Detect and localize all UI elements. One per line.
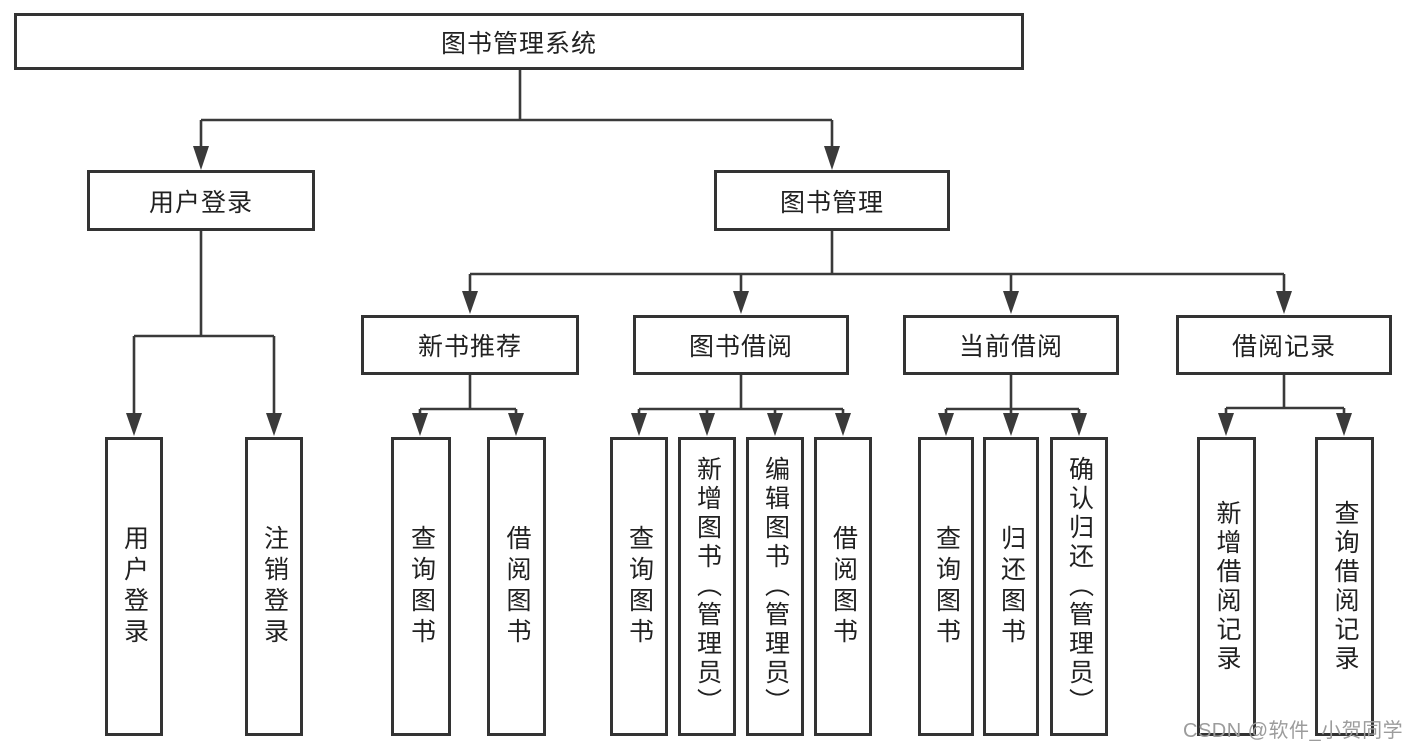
leaf-cb-query-books: 查询图书	[918, 437, 974, 736]
node-label: 查询图书	[407, 524, 436, 649]
node-borrowing-records: 借阅记录	[1176, 315, 1392, 375]
leaf-query-borrow-record: 查询借阅记录	[1315, 437, 1374, 736]
leaf-bb-add-books-admin: 新增图书（管理员）	[678, 437, 736, 736]
node-label: 编辑图书（管理员）	[761, 456, 790, 717]
node-label: 借阅记录	[1231, 333, 1336, 361]
node-label: 用户登录	[120, 524, 149, 649]
node-label: 新增借阅记录	[1213, 499, 1241, 674]
node-label: 注销登录	[260, 524, 289, 649]
node-label: 图书借阅	[688, 333, 793, 361]
node-label: 查询借阅记录	[1331, 499, 1359, 674]
leaf-user-login: 用户登录	[105, 437, 163, 736]
node-new-book-recommendation: 新书推荐	[361, 315, 579, 375]
node-label: 归还图书	[997, 524, 1026, 649]
node-label: 查询图书	[932, 524, 961, 649]
leaf-bb-borrow-books: 借阅图书	[814, 437, 872, 736]
node-label: 图书管理系统	[440, 29, 597, 58]
leaf-borrow-books: 借阅图书	[487, 437, 546, 736]
node-book-management: 图书管理	[714, 170, 950, 231]
node-label: 借阅图书	[503, 524, 531, 649]
node-label: 新增图书（管理员）	[693, 456, 722, 717]
leaf-logout: 注销登录	[245, 437, 303, 736]
leaf-cb-confirm-return-admin: 确认归还（管理员）	[1050, 437, 1108, 736]
node-library-system: 图书管理系统	[14, 13, 1024, 70]
leaf-cb-return-books: 归还图书	[983, 437, 1039, 736]
node-label: 图书管理	[779, 188, 884, 217]
leaf-bb-edit-books-admin: 编辑图书（管理员）	[746, 437, 804, 736]
node-label: 查询图书	[625, 524, 654, 649]
node-current-borrowing: 当前借阅	[903, 315, 1119, 375]
node-label: 确认归还（管理员）	[1065, 456, 1094, 717]
node-user-login: 用户登录	[87, 170, 315, 231]
leaf-add-borrow-record: 新增借阅记录	[1197, 437, 1256, 736]
node-label: 借阅图书	[829, 524, 858, 649]
node-label: 用户登录	[148, 188, 253, 217]
node-label: 当前借阅	[958, 333, 1063, 361]
node-label: 新书推荐	[417, 333, 522, 361]
watermark: CSDN @软件_小贺同学	[1183, 720, 1404, 742]
node-book-borrowing: 图书借阅	[633, 315, 849, 375]
leaf-bb-query-books: 查询图书	[610, 437, 668, 736]
leaf-query-books: 查询图书	[391, 437, 451, 736]
